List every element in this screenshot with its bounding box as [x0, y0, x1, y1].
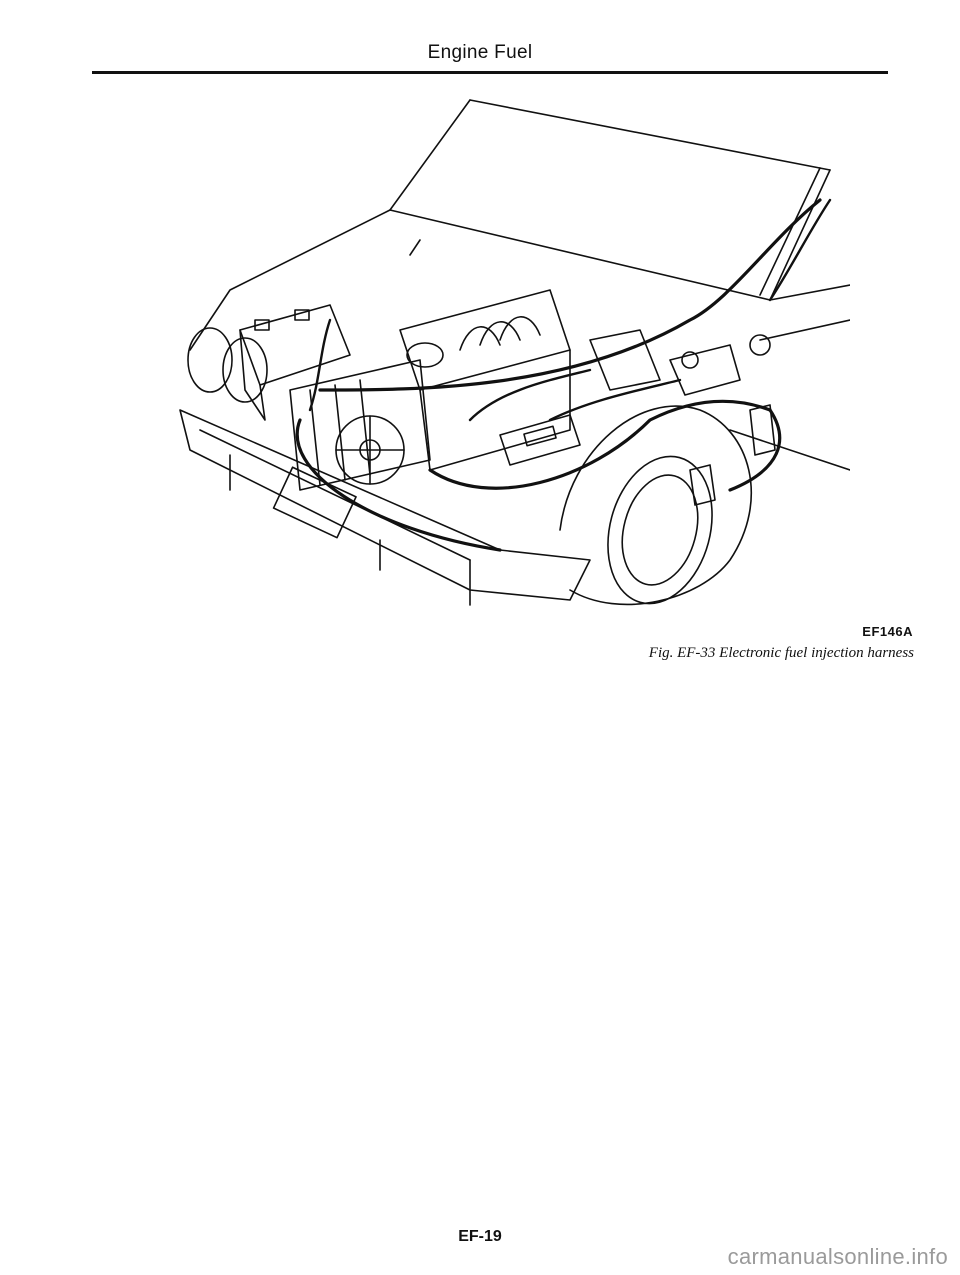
header-divider [92, 71, 888, 74]
harness-illustration [170, 90, 850, 630]
watermark: carmanualsonline.info [727, 1244, 948, 1269]
page-number: EF-19 [458, 1228, 502, 1245]
figure-code: EF146A [862, 624, 913, 639]
page-title: Engine Fuel [427, 42, 533, 63]
figure-caption: Fig. EF-33 Electronic fuel injection har… [648, 645, 914, 661]
